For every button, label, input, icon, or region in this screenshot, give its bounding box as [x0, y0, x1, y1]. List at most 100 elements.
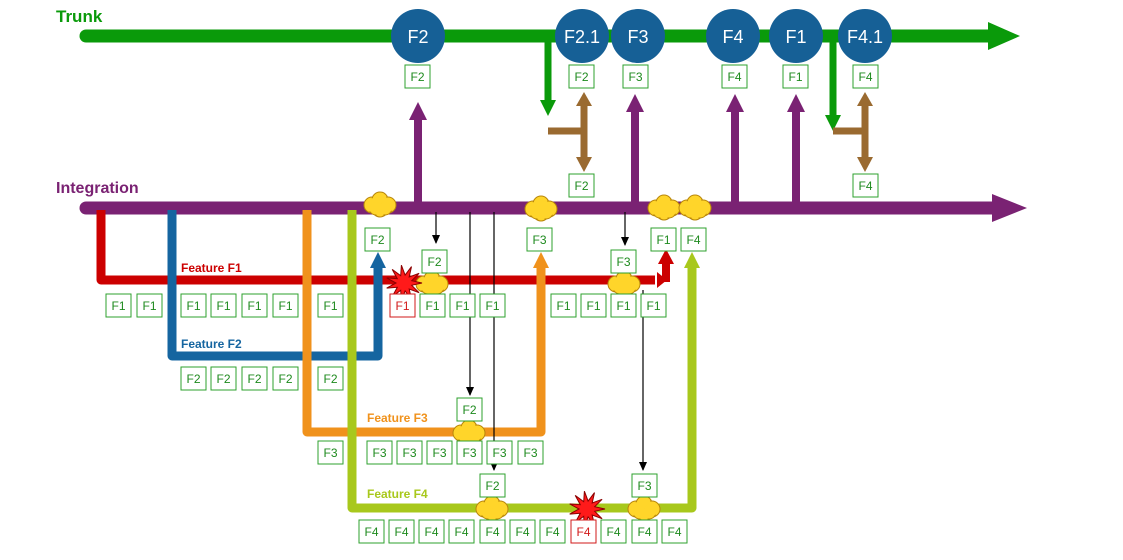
commit-tag: F1: [610, 293, 637, 318]
merge-cloud: [524, 195, 558, 222]
commit-tag-label: F1: [323, 299, 337, 313]
commit-tag: F1: [210, 293, 237, 318]
commit-tag-label: F2: [427, 255, 441, 269]
commit-tag-label: F3: [432, 446, 446, 460]
commit-tag: F4: [680, 227, 707, 252]
commit-tag-label: F2: [485, 479, 499, 493]
commit-tag: F3: [426, 440, 453, 465]
hotfix-branch-2: [825, 40, 873, 172]
commit-tag-label: F2: [247, 372, 261, 386]
commit-tag: F4: [661, 519, 688, 544]
commit-tag: F2: [364, 227, 391, 252]
commit-tag: F1: [550, 293, 577, 318]
merge-cloud: [363, 191, 397, 218]
commit-tag-label: F2: [574, 179, 588, 193]
commit-tag-label: F4: [858, 70, 872, 84]
commit-tag-label: F1: [278, 299, 292, 313]
commit-tag-label: F3: [462, 446, 476, 460]
commit-tag-label: F4: [364, 525, 378, 539]
commit-tag: F4: [600, 519, 627, 544]
release-label: F1: [785, 27, 806, 47]
commit-tag-label: F1: [788, 70, 802, 84]
release-circle: F3: [611, 9, 665, 63]
release-circle: F2: [391, 9, 445, 63]
commit-tag-label: F2: [278, 372, 292, 386]
merge-clouds: [363, 191, 712, 522]
release-label: F3: [627, 27, 648, 47]
release-label: F4.1: [847, 27, 883, 47]
commit-tag: F1: [241, 293, 268, 318]
commit-tag-label: F4: [667, 525, 681, 539]
commit-tag-label: F3: [637, 479, 651, 493]
commit-tag: F1: [449, 293, 476, 318]
commit-tag: F4: [388, 519, 415, 544]
commit-tag: F1: [580, 293, 607, 318]
commit-tag: F4: [852, 64, 879, 89]
feature-f4-label: Feature F4: [367, 487, 428, 501]
commit-tag: F2: [568, 173, 595, 198]
commit-tag: F3: [486, 440, 513, 465]
commit-tag: F1: [479, 293, 506, 318]
commit-tag-label: F1: [216, 299, 230, 313]
commit-tag: F2: [421, 249, 448, 274]
commit-tag: F2: [568, 64, 595, 89]
release-label: F2: [407, 27, 428, 47]
commit-tag-label: F3: [532, 233, 546, 247]
commit-tag: F3: [317, 440, 344, 465]
merge-cloud: [647, 194, 681, 221]
commit-tag: F4: [509, 519, 536, 544]
commit-tag: F1: [105, 293, 132, 318]
commit-tag-label: F1: [111, 299, 125, 313]
commit-tag-label: F1: [485, 299, 499, 313]
commit-tag: F3: [622, 64, 649, 89]
commit-tag: F4: [358, 519, 385, 544]
commit-tag-label: F2: [216, 372, 230, 386]
release-circle: F2.1: [555, 9, 609, 63]
commit-tag: F3: [366, 440, 393, 465]
feature-f1-label: Feature F1: [181, 261, 242, 275]
commit-tag-label: F4: [454, 525, 468, 539]
commit-tag-label: F2: [462, 403, 476, 417]
commit-tag-label: F1: [646, 299, 660, 313]
commit-tag: F4: [570, 519, 597, 544]
commit-tag-label: F4: [686, 233, 700, 247]
commit-tag: F2: [180, 366, 207, 391]
commit-tag-label: F3: [372, 446, 386, 460]
commit-tag: F1: [782, 64, 809, 89]
commit-tag: F4: [631, 519, 658, 544]
commit-tag: F3: [456, 440, 483, 465]
commit-tag: F1: [317, 293, 344, 318]
feature-f4-branch: [347, 210, 700, 513]
commit-tag-label: F3: [402, 446, 416, 460]
commit-tag: F3: [610, 249, 637, 274]
commit-tag: F4: [448, 519, 475, 544]
commit-tag-label: F1: [425, 299, 439, 313]
commit-tag: F2: [241, 366, 268, 391]
commit-tag: F2: [210, 366, 237, 391]
commit-tag-label: F1: [586, 299, 600, 313]
commit-tag: F4: [479, 519, 506, 544]
commit-tag: F2: [479, 473, 506, 498]
commit-tag-label: F3: [323, 446, 337, 460]
merge-cloud: [415, 270, 449, 297]
commit-tag-label: F4: [545, 525, 559, 539]
commit-tag: F2: [456, 397, 483, 422]
release-circle: F4: [706, 9, 760, 63]
merge-cloud: [475, 495, 509, 522]
commit-tag-label: F4: [485, 525, 499, 539]
commit-tag-label: F4: [576, 525, 590, 539]
feature-f3-label: Feature F3: [367, 411, 428, 425]
commit-tag-label: F4: [424, 525, 438, 539]
commit-tag-label: F4: [606, 525, 620, 539]
commit-tag-label: F4: [637, 525, 651, 539]
commit-tag: F1: [180, 293, 207, 318]
merge-cloud: [678, 194, 712, 221]
commit-tag-label: F2: [186, 372, 200, 386]
commit-tag-label: F2: [370, 233, 384, 247]
commit-tag: F1: [640, 293, 667, 318]
release-circle: F4.1: [838, 9, 892, 63]
commit-tag: F4: [539, 519, 566, 544]
feature-f3-branch: [302, 210, 549, 437]
release-circle: F1: [769, 9, 823, 63]
